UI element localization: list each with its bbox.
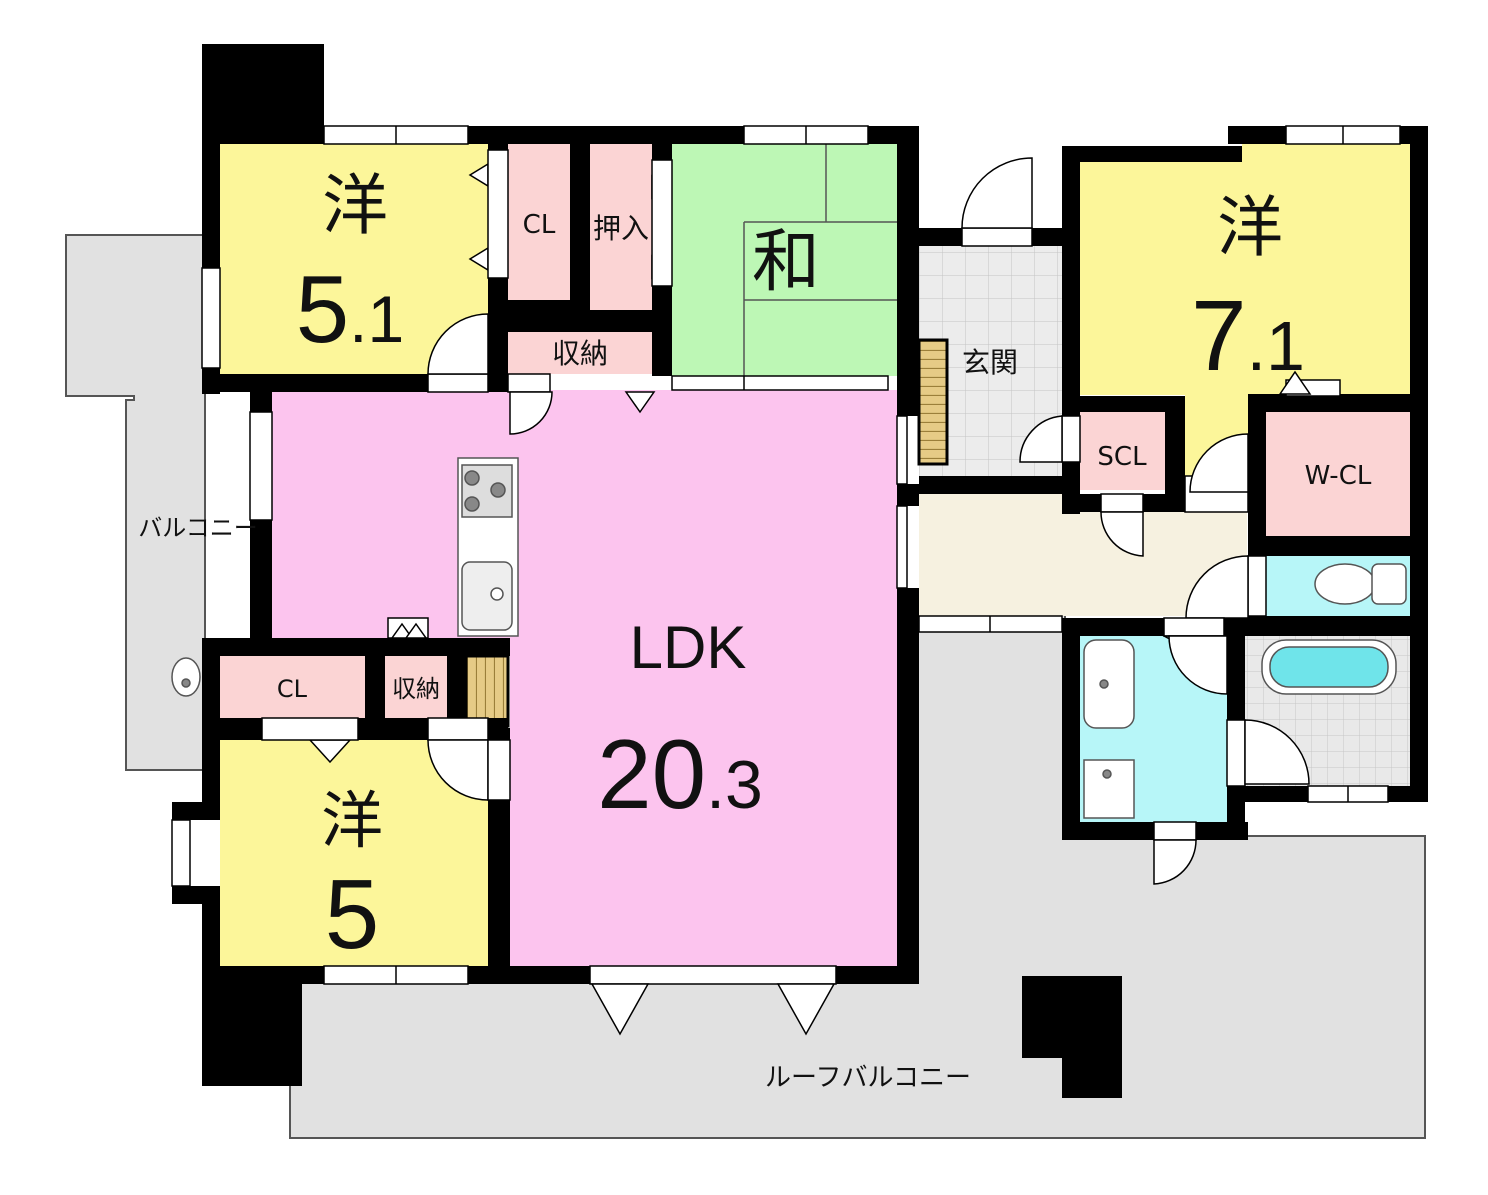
ldk-size: 20.3 (597, 719, 763, 829)
ldk-stairs (464, 654, 510, 728)
cl-mid-label: CL (277, 675, 308, 703)
oshiire-label: 押入 (593, 212, 649, 245)
wcl-label: W-CL (1305, 461, 1372, 491)
western-sw-type: 洋 (321, 787, 383, 856)
western-ne-type: 洋 (1217, 190, 1283, 264)
wcl-fill (1266, 412, 1410, 536)
west-balcony (65, 234, 206, 771)
cl-top-label: CL (523, 210, 556, 240)
washitsu-fill (672, 144, 897, 376)
doors (427, 157, 1341, 885)
ldk-fill-main (510, 630, 897, 966)
western-nw-type: 洋 (322, 168, 388, 242)
shuno-top-fill (508, 332, 652, 374)
kitchen-counter (457, 457, 519, 637)
washitsu-label: 和 (752, 224, 820, 300)
roof-balcony-label: ルーフバルコニー (765, 1063, 971, 1093)
cl-mid-fill (220, 656, 365, 718)
western-ne-size: 7.1 (1191, 280, 1305, 392)
shuno-top-label: 収納 (552, 337, 608, 370)
closet-door-marks (261, 149, 1312, 1036)
oshiire-fill (590, 144, 652, 310)
shuno-mid-fill (385, 656, 447, 718)
genkan-label: 玄関 (962, 346, 1018, 379)
western-sw-size: 5 (325, 859, 380, 969)
western-room-ne-fill (1080, 144, 1410, 490)
genkan-step (917, 338, 949, 466)
cl-top-fill (508, 144, 570, 300)
tatami-lines (743, 144, 897, 376)
scl-label: SCL (1097, 442, 1147, 472)
shuno-mid-label: 収納 (392, 675, 440, 703)
ldk-fill-top (272, 390, 897, 638)
ldk-type: LDK (630, 614, 747, 681)
fixtures (171, 563, 1407, 819)
west-balcony-label: バルコニー (138, 514, 258, 542)
scl-fill (1079, 412, 1165, 490)
western-nw-size: 5.1 (296, 256, 404, 363)
